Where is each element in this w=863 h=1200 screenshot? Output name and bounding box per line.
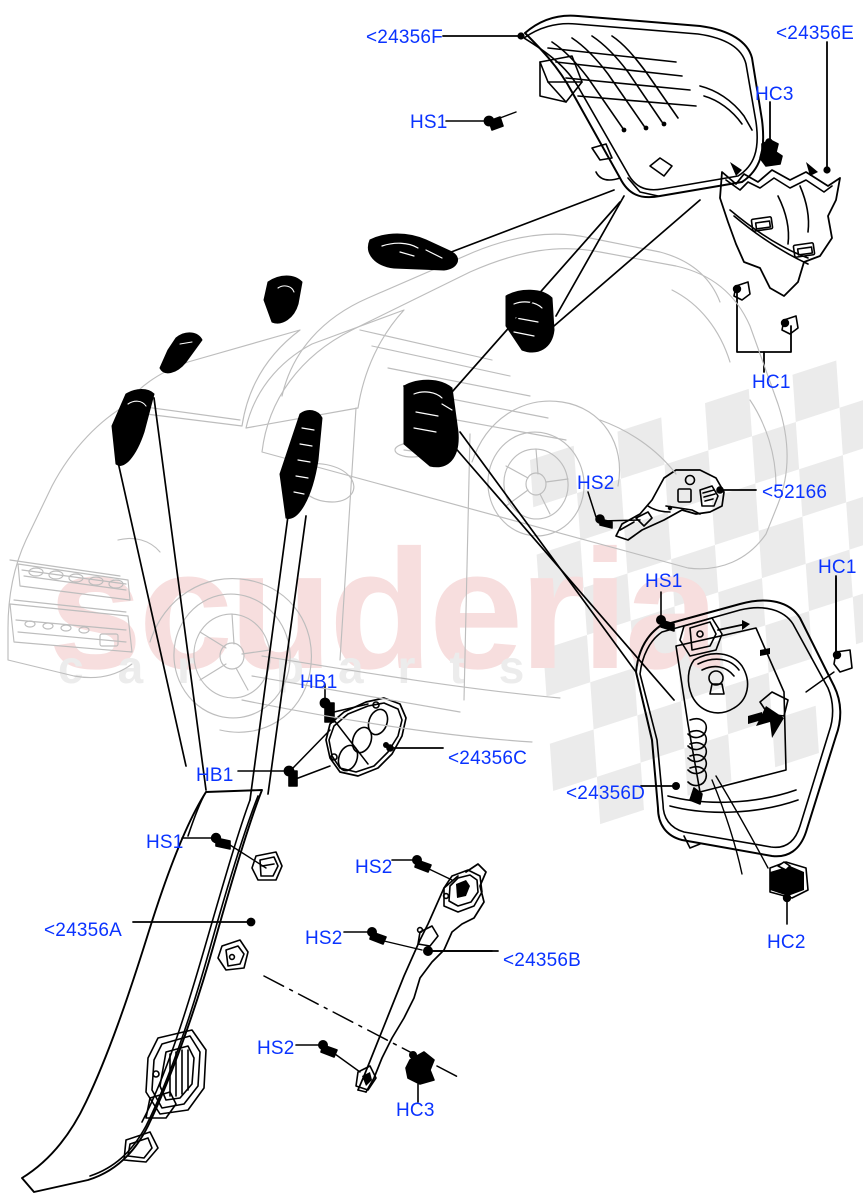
fastener-label-hb1-top[interactable]: HB1 [300, 672, 338, 693]
fastener-label-hs2-lower[interactable]: HS2 [257, 1038, 295, 1059]
explosion-rays [117, 189, 701, 801]
fastener-label-hc3-low[interactable]: HC3 [396, 1100, 435, 1121]
vehicle-ghost-outline [7, 233, 788, 743]
fastener-hs2-middle-shape [343, 926, 423, 951]
part-label-52166[interactable]: <52166 [762, 482, 828, 503]
fastener-hc2-shape [769, 861, 809, 925]
fastener-label-hs1-top[interactable]: HS1 [410, 112, 448, 133]
fastener-label-hs2-mid[interactable]: HS2 [577, 473, 615, 494]
fastener-label-hc1-top[interactable]: HC1 [752, 372, 791, 393]
fastener-hc3-top-shape [759, 138, 783, 167]
part-label-24356e[interactable]: <24356E [776, 23, 855, 44]
fastener-label-hs2-upper[interactable]: HS2 [355, 857, 393, 878]
part-24356f-shape [523, 14, 765, 199]
fastener-hs1-top-shape [445, 111, 517, 131]
watermark-brand: scuderia [48, 515, 719, 705]
fastener-label-hc1-right[interactable]: HC1 [818, 557, 857, 578]
part-24356d-shape [635, 599, 842, 875]
fastener-label-hc2[interactable]: HC2 [767, 932, 806, 953]
fastener-hs1-mid-shape [655, 591, 675, 632]
fastener-label-hs1-mid[interactable]: HS1 [645, 571, 683, 592]
fastener-hc1-top-shapes [732, 281, 799, 373]
part-label-24356a[interactable]: <24356A [44, 920, 123, 941]
fastener-hs2-lower-shape [295, 1040, 361, 1073]
fastener-label-hs2-middle[interactable]: HS2 [305, 928, 343, 949]
fastener-hs2-upper-shape [391, 854, 453, 881]
part-24356e-shape [719, 162, 841, 297]
leader-lines [386, 32, 837, 952]
fastener-label-hc3-top[interactable]: HC3 [755, 84, 794, 105]
part-52166-shape [587, 469, 725, 541]
part-label-24356d[interactable]: <24356D [566, 783, 646, 804]
fastener-hc3-low-shape [405, 1051, 435, 1103]
part-label-24356b[interactable]: <24356B [503, 950, 582, 971]
part-label-24356c[interactable]: <24356C [448, 748, 528, 769]
part-24356c-shape [237, 683, 407, 787]
part-label-24356f[interactable]: <24356F [366, 27, 443, 48]
fastener-label-hb1-low[interactable]: HB1 [196, 765, 234, 786]
part-24356a-shape [21, 789, 461, 1193]
fastener-label-hs1-low[interactable]: HS1 [146, 832, 184, 853]
